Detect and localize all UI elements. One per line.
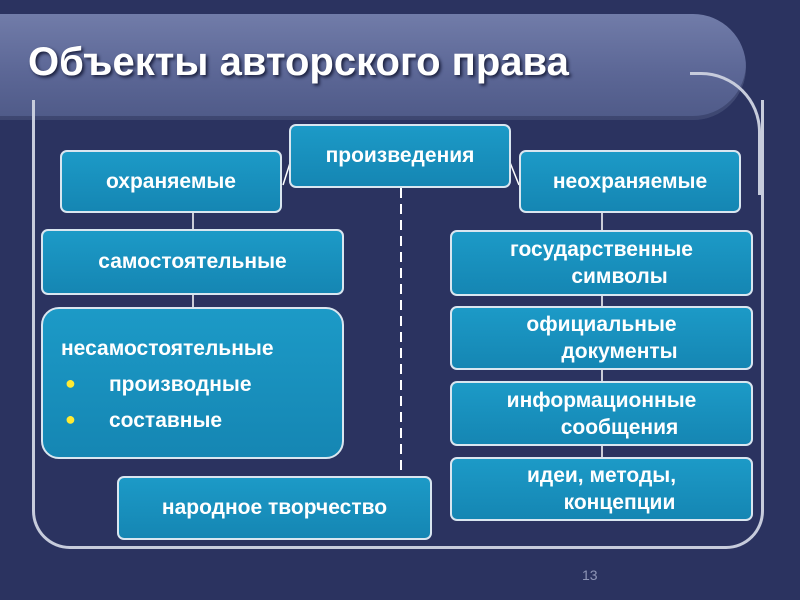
box-official-documents-line2: документы <box>561 340 678 363</box>
box-dependent: несамостоятельные ● производные ● состав… <box>41 307 344 459</box>
box-works: произведения <box>289 124 511 188</box>
title-bar <box>0 14 746 120</box>
bullet-icon: ● <box>65 409 76 429</box>
box-news-reports-line2: сообщения <box>560 415 679 439</box>
list-item-composite-label: составные <box>109 409 223 432</box>
box-news-reports: информационные сообщения <box>450 381 753 446</box>
box-folk-art-label: народное творчество <box>161 496 388 519</box>
box-protected-label: охраняемые <box>106 169 236 193</box>
box-protected: охраняемые <box>60 150 282 213</box>
box-ideas-methods-line2: концепции <box>563 491 676 514</box>
box-folk-art: народное творчество <box>117 476 432 540</box>
list-item-derivative-label: производные <box>109 373 252 396</box>
box-unprotected-label: неохраняемые <box>552 169 708 193</box>
list-item-derivative: ● производные <box>61 371 342 399</box>
box-news-reports-line1: информационные <box>506 388 697 412</box>
box-state-symbols-line2: символы <box>571 265 668 288</box>
box-ideas-methods-line1: идеи, методы, <box>526 464 677 487</box>
box-state-symbols-line1: государственные <box>510 238 693 261</box>
box-dependent-label: несамостоятельные <box>61 337 274 360</box>
box-official-documents: официальные документы <box>450 306 753 370</box>
list-item-composite: ● составные <box>61 407 342 435</box>
box-state-symbols: государственные символы <box>450 230 753 296</box>
box-unprotected: неохраняемые <box>519 150 741 213</box>
box-official-documents-line1: официальные <box>526 313 677 336</box>
frame-border <box>32 100 764 549</box>
box-ideas-methods: идеи, методы, концепции <box>450 457 753 521</box>
page-number: 13 <box>582 567 598 583</box>
box-independent: самостоятельные <box>41 229 344 295</box>
box-works-label: произведения <box>325 144 475 167</box>
bullet-icon: ● <box>65 373 76 393</box>
slide-title: Объекты авторского права <box>28 40 569 84</box>
box-independent-label: самостоятельные <box>98 250 287 273</box>
